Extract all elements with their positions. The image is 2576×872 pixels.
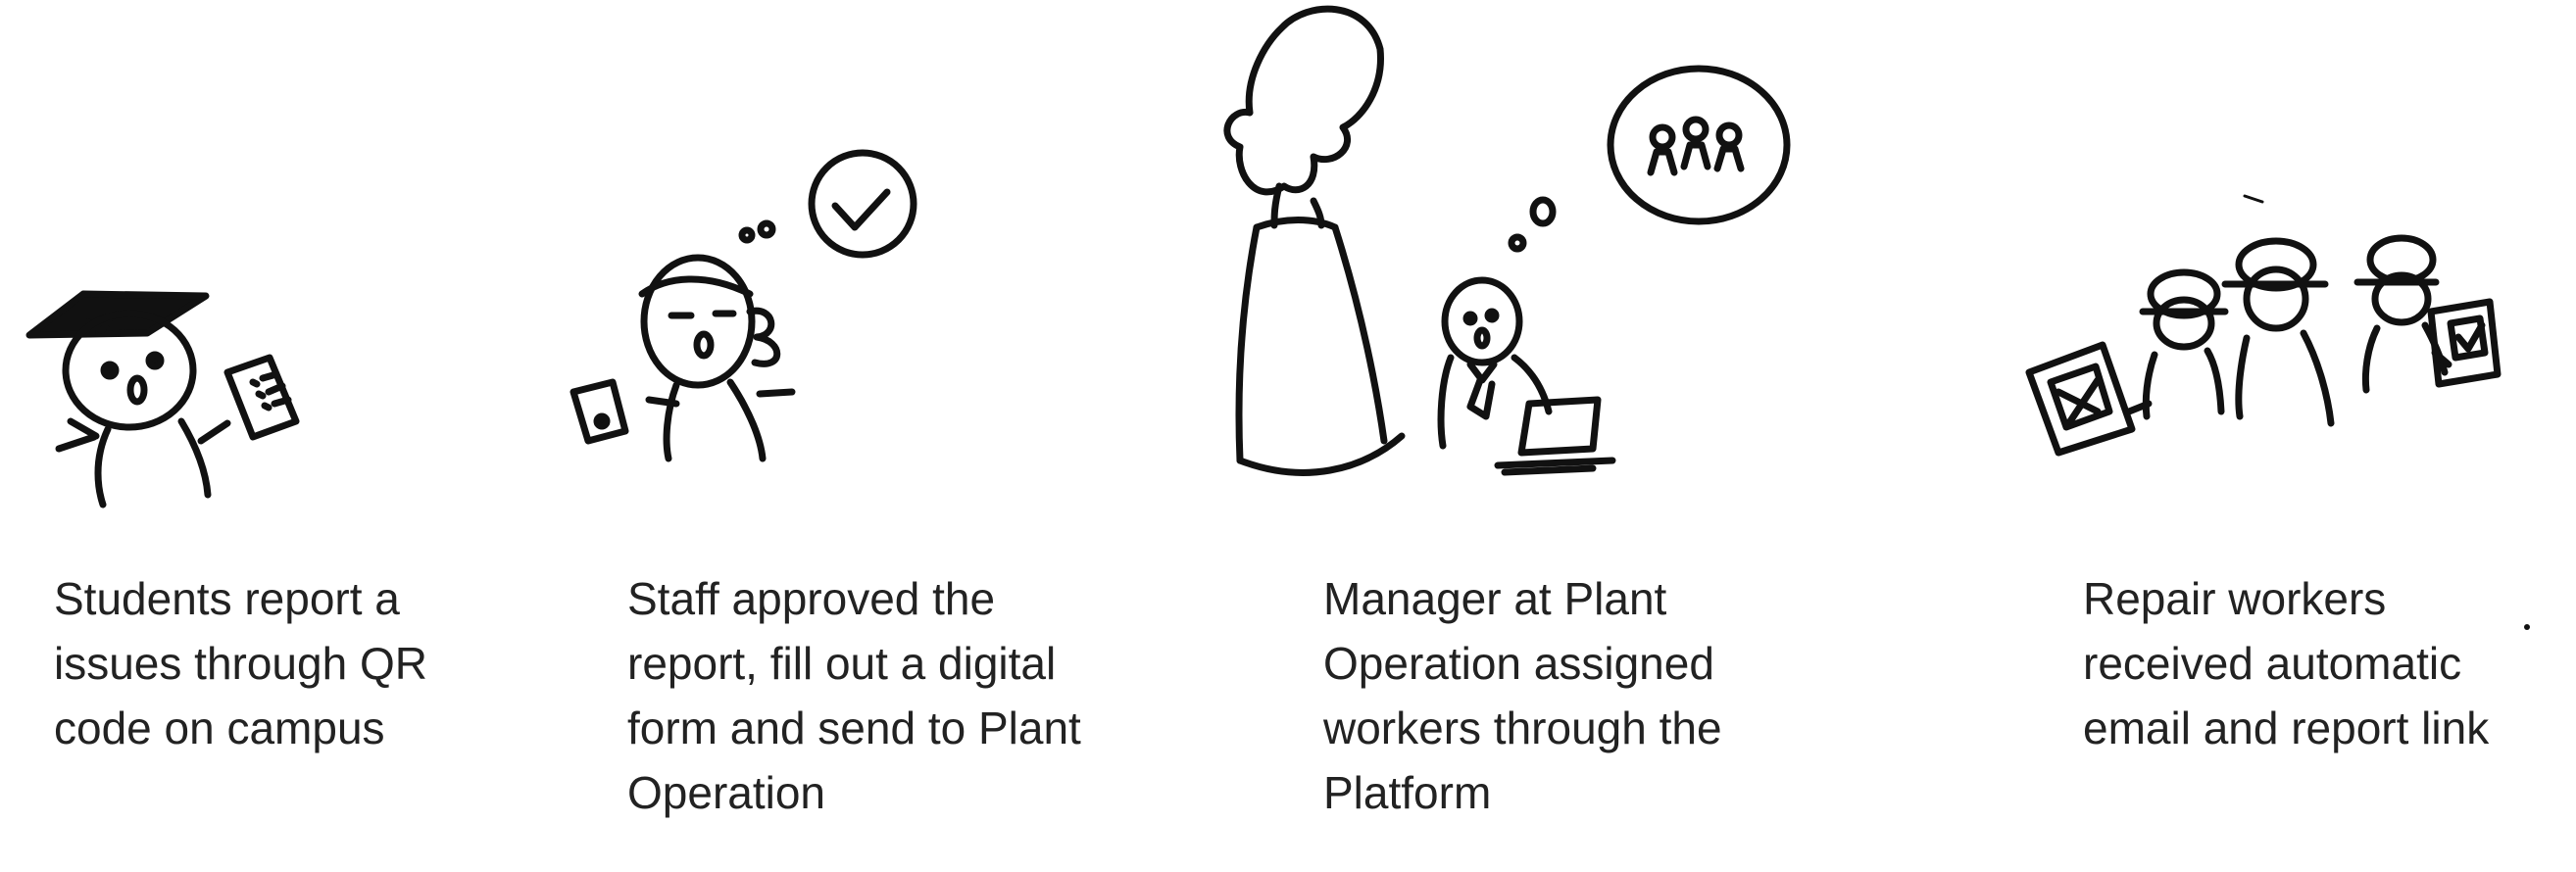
step-3-text: Manager at Plant Operation assigned work… [1323, 573, 1722, 818]
student-icon [25, 290, 300, 509]
staff-icon [570, 149, 917, 462]
repair-workers-icon [2025, 194, 2530, 630]
step-1-text: Students report a issues through QR code… [54, 573, 427, 753]
manager-icon [1223, 5, 1791, 476]
step-2-text: Staff approved the report, fill out a di… [627, 573, 1081, 818]
step-4-text: Repair workers received automatic email … [2083, 573, 2490, 753]
